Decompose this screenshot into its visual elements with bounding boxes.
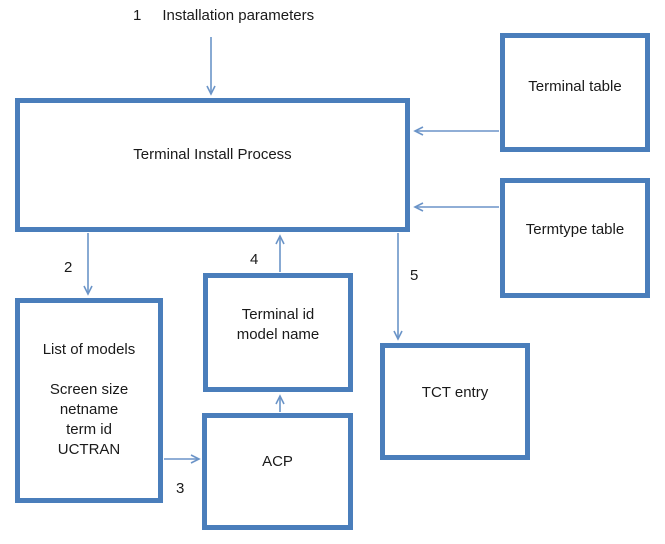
tct-entry-label: TCT entry <box>421 384 489 401</box>
list-of-models-box: List of models Screen size netname term … <box>15 298 163 503</box>
step2-number: 2 <box>64 259 73 276</box>
terminal-id-line: Terminal id <box>241 306 315 323</box>
terminal-install-process-label: Terminal Install Process <box>133 146 292 163</box>
list-of-models-line: netname <box>59 401 119 418</box>
tct-entry-box: TCT entry <box>380 343 530 460</box>
termtype-table-label: Termtype table <box>525 221 625 238</box>
terminal-table-box: Terminal table <box>500 33 650 152</box>
list-of-models-line: UCTRAN <box>57 441 121 458</box>
terminal-id-model-name-box: Terminal id model name <box>203 273 353 392</box>
acp-box: ACP <box>202 413 353 530</box>
step4-number: 4 <box>250 251 259 268</box>
list-of-models-line: Screen size <box>49 381 129 398</box>
list-of-models-line: term id <box>66 421 112 438</box>
terminal-table-label: Terminal table <box>528 78 622 95</box>
list-of-models-line: List of models <box>42 341 136 358</box>
termtype-table-box: Termtype table <box>500 178 650 298</box>
step1-number: 1 <box>133 7 142 24</box>
step1-text: Installation parameters <box>162 7 315 24</box>
step1-label: 1 Installation parameters <box>133 7 314 25</box>
terminal-install-process-box: Terminal Install Process <box>15 98 410 232</box>
step3-number: 3 <box>176 480 185 497</box>
step5-number: 5 <box>410 267 419 284</box>
model-name-line: model name <box>236 326 320 343</box>
acp-label: ACP <box>262 453 293 470</box>
